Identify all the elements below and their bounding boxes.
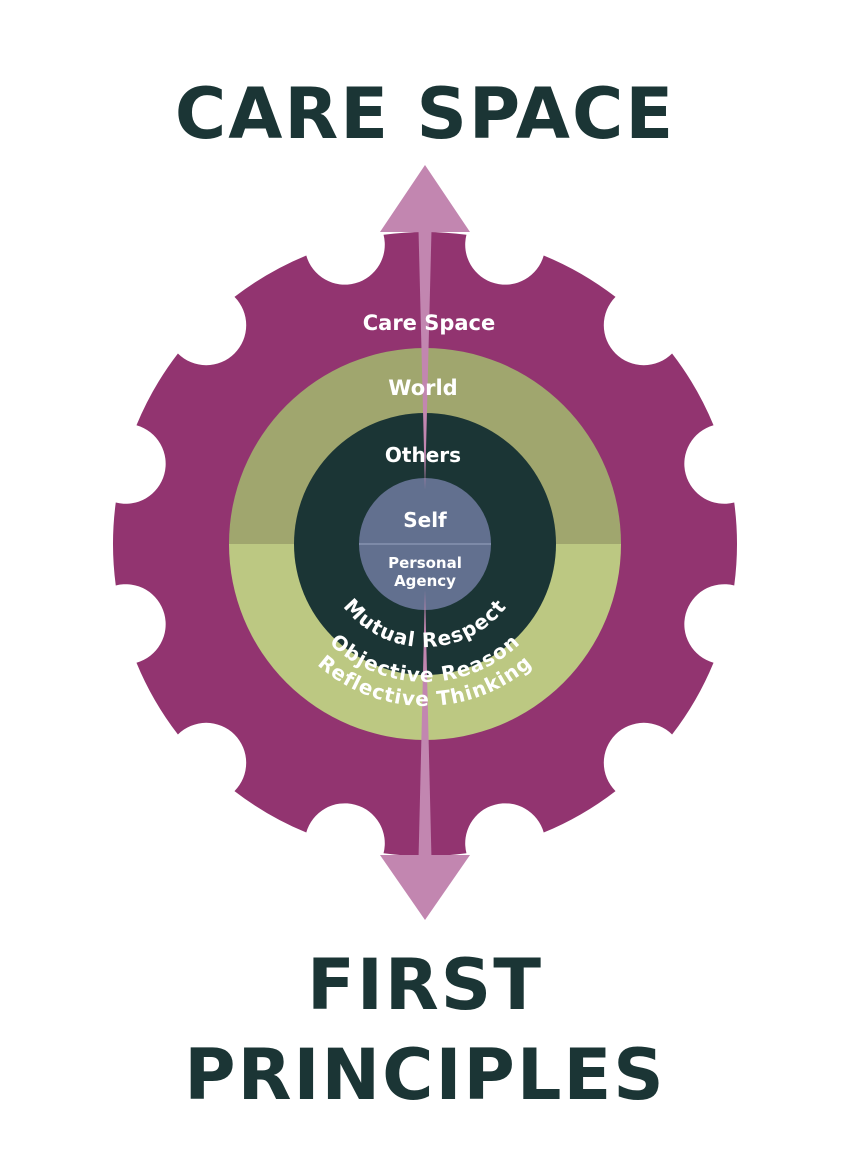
arrow-up — [380, 165, 470, 490]
heading-care-space: CARE SPACE — [174, 73, 676, 155]
label-world: World — [388, 376, 457, 400]
arrow-down — [380, 590, 470, 920]
label-care-space: Care Space — [363, 311, 496, 335]
arrow-down-shaft — [418, 590, 432, 880]
label-agency: Agency — [394, 572, 456, 590]
label-others: Others — [385, 443, 461, 467]
core-divider — [359, 543, 491, 545]
heading-first-principles: FIRST PRINCIPLES — [0, 940, 850, 1120]
heading-first: FIRST — [307, 944, 543, 1026]
heading-principles: PRINCIPLES — [184, 1034, 666, 1116]
label-self: Self — [403, 508, 447, 532]
arrow-down-head — [380, 855, 470, 920]
arrow-up-shaft — [418, 210, 432, 490]
label-personal: Personal — [388, 554, 462, 572]
arrow-up-head — [380, 165, 470, 232]
